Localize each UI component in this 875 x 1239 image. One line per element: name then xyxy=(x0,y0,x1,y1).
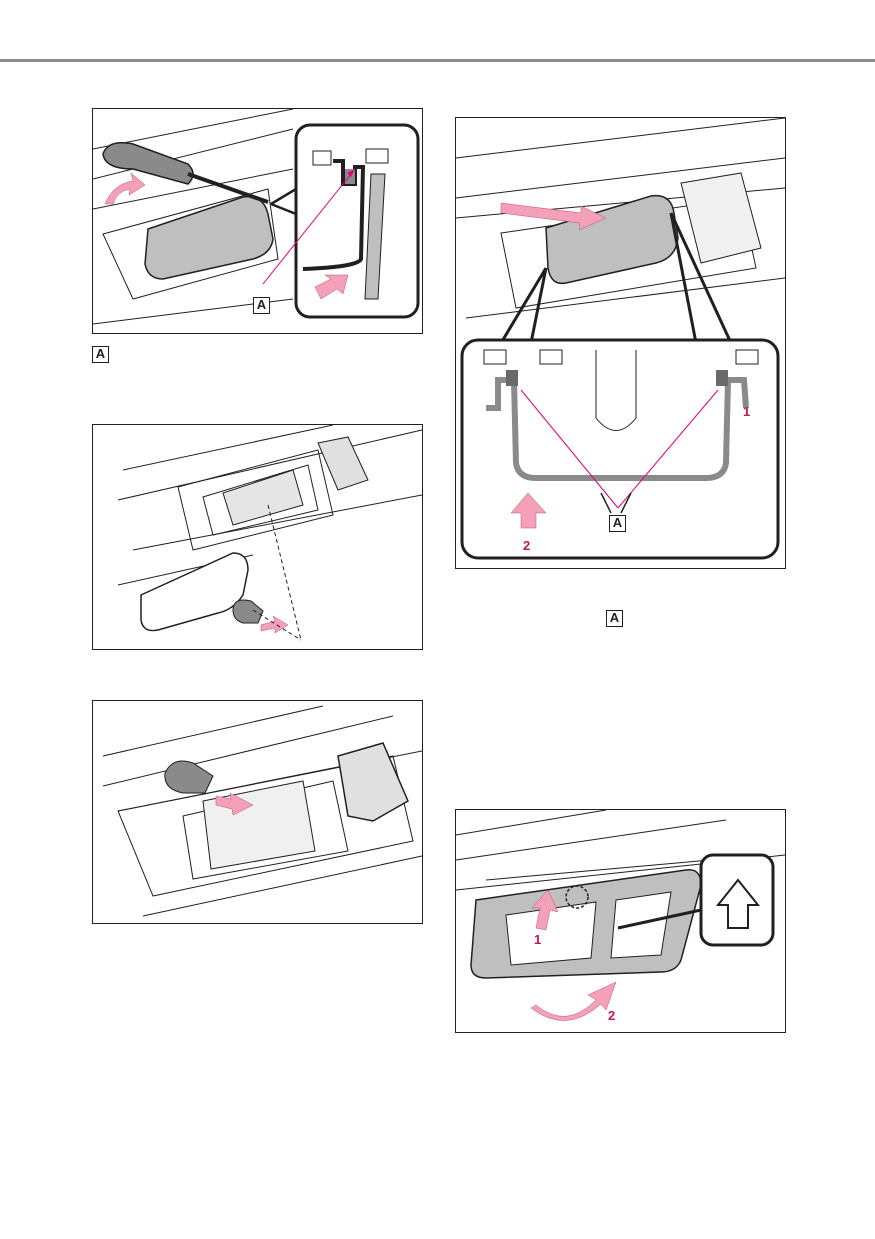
lift-arrow-icon xyxy=(531,889,559,931)
figure-remove-frame: 1 2 xyxy=(455,809,786,1033)
insert-arrow-icon xyxy=(215,792,254,816)
tab-marker xyxy=(565,885,589,909)
lens-shape xyxy=(545,194,679,285)
housing-shape xyxy=(317,436,369,491)
screwdriver-icon xyxy=(102,142,269,204)
push-arrow-icon xyxy=(314,274,349,300)
step-2-label: 2 xyxy=(608,1008,616,1023)
step-1-label: 1 xyxy=(534,932,542,947)
bulb-icon xyxy=(164,760,214,794)
bulb-socket xyxy=(202,780,316,870)
figure-pry-lens: A xyxy=(92,108,423,334)
rotate-arrow-icon xyxy=(530,981,617,1021)
callout-a-label: A xyxy=(253,297,270,314)
detail-inset xyxy=(699,853,775,947)
slide-arrow-icon xyxy=(500,202,607,231)
up-arrow-icon xyxy=(715,878,761,929)
detail-inset xyxy=(262,123,420,319)
lens-shape xyxy=(140,552,249,632)
figure-lens-clips: A 1 2 xyxy=(455,117,786,569)
callout-a-label: A xyxy=(609,515,626,532)
step-2-label: 2 xyxy=(523,538,531,553)
header-rule xyxy=(0,59,875,62)
step-1-label: 1 xyxy=(743,404,751,419)
figure-remove-bulb xyxy=(92,424,423,650)
housing-shape xyxy=(337,742,409,822)
text-ref-a-label: A xyxy=(606,610,623,627)
legend-a-label: A xyxy=(92,346,109,363)
pull-arrow-icon xyxy=(260,615,289,634)
rotate-arrow-icon xyxy=(104,172,146,205)
detail-inset xyxy=(460,338,780,560)
bulb-socket xyxy=(222,469,304,526)
bulb-icon xyxy=(232,599,264,624)
housing-shape xyxy=(680,172,762,264)
push-up-arrow-icon xyxy=(510,492,547,529)
figure-install-bulb xyxy=(92,700,423,924)
lens-shape xyxy=(144,195,274,280)
